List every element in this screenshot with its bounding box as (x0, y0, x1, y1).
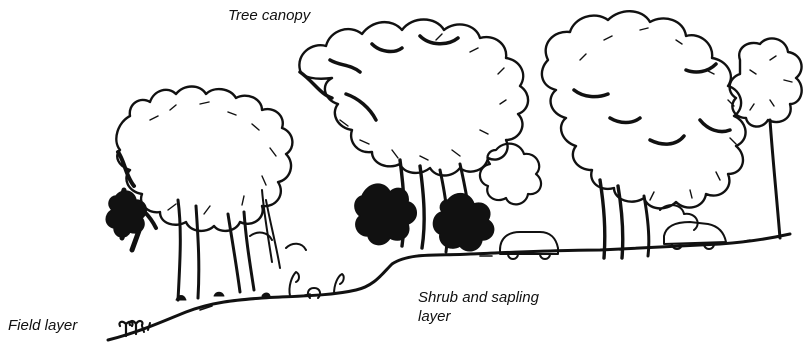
shrub-label-line-2: layer (418, 307, 578, 326)
shrub-and-sapling-label: Shrub and sapling layer (418, 288, 578, 326)
right-tree-crown (542, 11, 746, 208)
field-layer-label: Field layer (8, 316, 77, 335)
middle-tree-crown (299, 20, 528, 176)
shrub-label-line-1: Shrub and sapling (418, 288, 578, 307)
tree-canopy-label: Tree canopy (228, 6, 310, 25)
